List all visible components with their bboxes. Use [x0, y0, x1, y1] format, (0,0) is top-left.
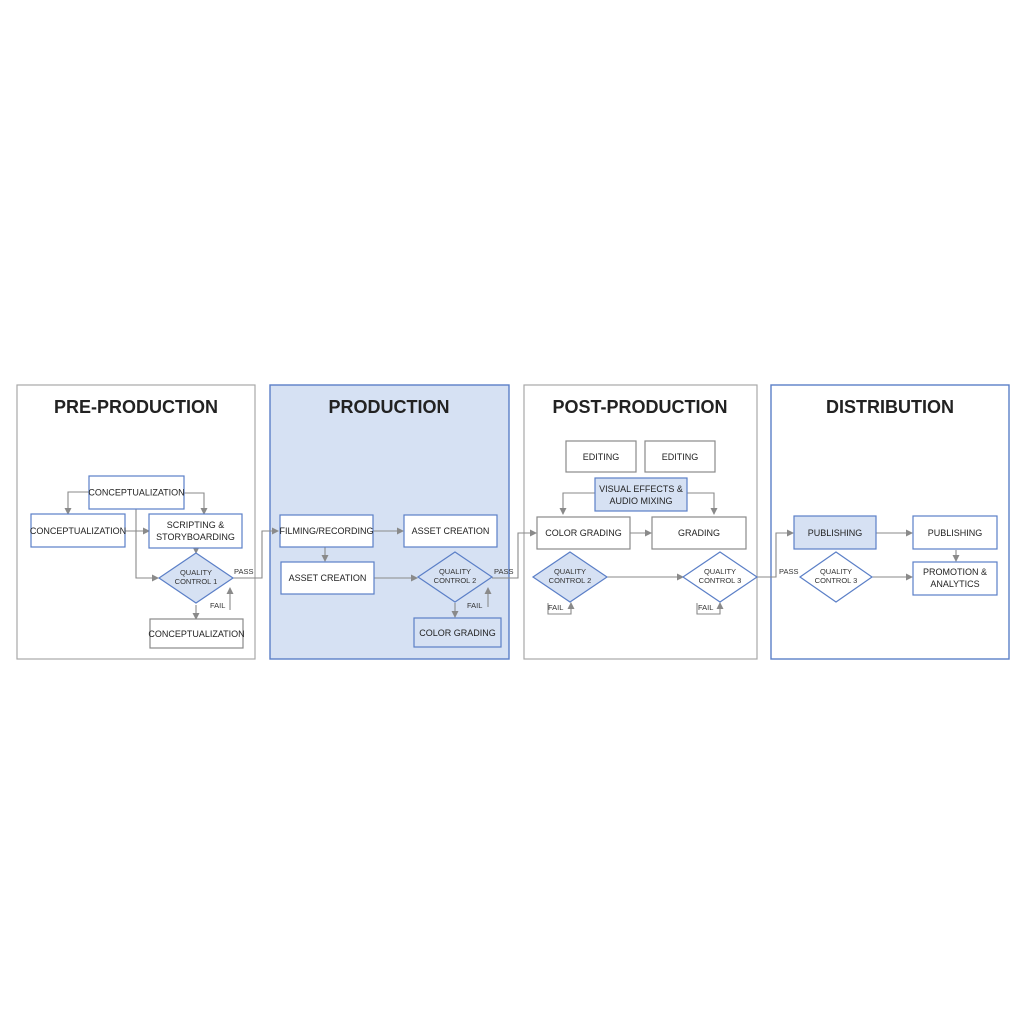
pass-label: PASS — [494, 567, 513, 576]
asset-creation-bottom-label: ASSET CREATION — [289, 573, 367, 583]
connector — [184, 492, 208, 515]
editing-label-1: EDITING — [583, 452, 620, 462]
qc3-label-line1: QUALITY — [704, 567, 736, 576]
qc2-label-line1: QUALITY — [439, 567, 471, 576]
conceptualization-bottom-label: CONCEPTUALIZATION — [148, 629, 244, 639]
quality-control-1-diamond — [157, 552, 235, 604]
promotion-label-line1: PROMOTION & — [923, 567, 987, 577]
color-grading-label: COLOR GRADING — [545, 528, 622, 538]
editing-label-2: EDITING — [662, 452, 699, 462]
post-production-title: POST-PRODUCTION — [552, 397, 727, 417]
qc3-label-line2: CONTROL 3 — [699, 576, 742, 585]
promotion-analytics-box — [912, 561, 998, 596]
qc2-label-line1: QUALITY — [554, 567, 586, 576]
connector — [756, 529, 794, 578]
pass-label: PASS — [779, 567, 798, 576]
color-grading-box — [413, 617, 502, 648]
scripting-label-line2: STORYBOARDING — [156, 532, 235, 542]
fail-label: FAIL — [210, 601, 225, 610]
publishing-box-2 — [912, 515, 998, 550]
qc3-label-line2: CONTROL 3 — [815, 576, 858, 585]
conceptualization-bottom-box — [149, 618, 244, 649]
promotion-label-line2: ANALYTICS — [930, 579, 979, 589]
production-flow: FILMING/RECORDING ASSET CREATION ASSET C… — [279, 514, 537, 648]
pass-label: PASS — [234, 567, 253, 576]
fail-label: FAIL — [467, 601, 482, 610]
pre-production-title: PRE-PRODUCTION — [54, 397, 218, 417]
connector — [135, 509, 159, 582]
color-grading-label: COLOR GRADING — [419, 628, 496, 638]
quality-control-3-diamond — [681, 551, 759, 603]
fail-label-right: FAIL — [698, 603, 713, 612]
vfx-label-line2: AUDIO MIXING — [609, 496, 672, 506]
post-production-flow: EDITING EDITING VISUAL EFFECTS & AUDIO M… — [531, 440, 794, 615]
connector — [64, 491, 89, 515]
quality-control-3-diamond — [798, 551, 874, 603]
qc3-label-line1: QUALITY — [820, 567, 852, 576]
qc2-label-line2: CONTROL 2 — [549, 576, 592, 585]
scripting-storyboarding-box — [148, 513, 243, 549]
qc1-label-line1: QUALITY — [180, 568, 212, 577]
editing-box-1 — [565, 440, 637, 473]
filming-recording-label: FILMING/RECORDING — [279, 526, 373, 536]
conceptualization-left-label: CONCEPTUALIZATION — [30, 526, 126, 536]
conceptualization-top-box — [88, 475, 185, 510]
conceptualization-top-label: CONCEPTUALIZATION — [88, 488, 184, 498]
asset-creation-top-label: ASSET CREATION — [412, 526, 490, 536]
pre-production-flow: CONCEPTUALIZATION CONCEPTUALIZATION SCRI… — [30, 475, 279, 649]
connector — [547, 602, 575, 615]
connector — [696, 602, 724, 615]
qc2-label-line2: CONTROL 2 — [434, 576, 477, 585]
connector — [687, 492, 718, 515]
production-title: PRODUCTION — [329, 397, 450, 417]
visual-effects-audio-mixing-box — [594, 477, 688, 512]
asset-creation-bottom-box — [280, 561, 375, 595]
fail-label-left: FAIL — [548, 603, 563, 612]
quality-control-2-diamond — [416, 551, 494, 603]
vfx-label-line1: VISUAL EFFECTS & — [599, 484, 683, 494]
grading-label: GRADING — [678, 528, 720, 538]
asset-creation-top-box — [403, 514, 498, 548]
distribution-title: DISTRIBUTION — [826, 397, 954, 417]
publishing-label-1: PUBLISHING — [808, 528, 863, 538]
color-grading-box — [536, 516, 631, 550]
publishing-label-2: PUBLISHING — [928, 528, 983, 538]
qc1-label-line2: CONTROL 1 — [175, 577, 218, 586]
distribution-flow: PUBLISHING PUBLISHING PASS QUALITY CONTR… — [779, 515, 998, 603]
filming-recording-box — [279, 514, 374, 548]
editing-box-2 — [644, 440, 716, 473]
grading-box — [651, 516, 747, 550]
connector — [492, 529, 537, 579]
connector — [233, 527, 279, 579]
scripting-label-line1: SCRIPTING & — [167, 520, 225, 530]
conceptualization-left-box — [30, 513, 126, 548]
publishing-box-1 — [793, 515, 877, 550]
quality-control-2-diamond — [531, 551, 609, 603]
connector — [559, 492, 595, 515]
